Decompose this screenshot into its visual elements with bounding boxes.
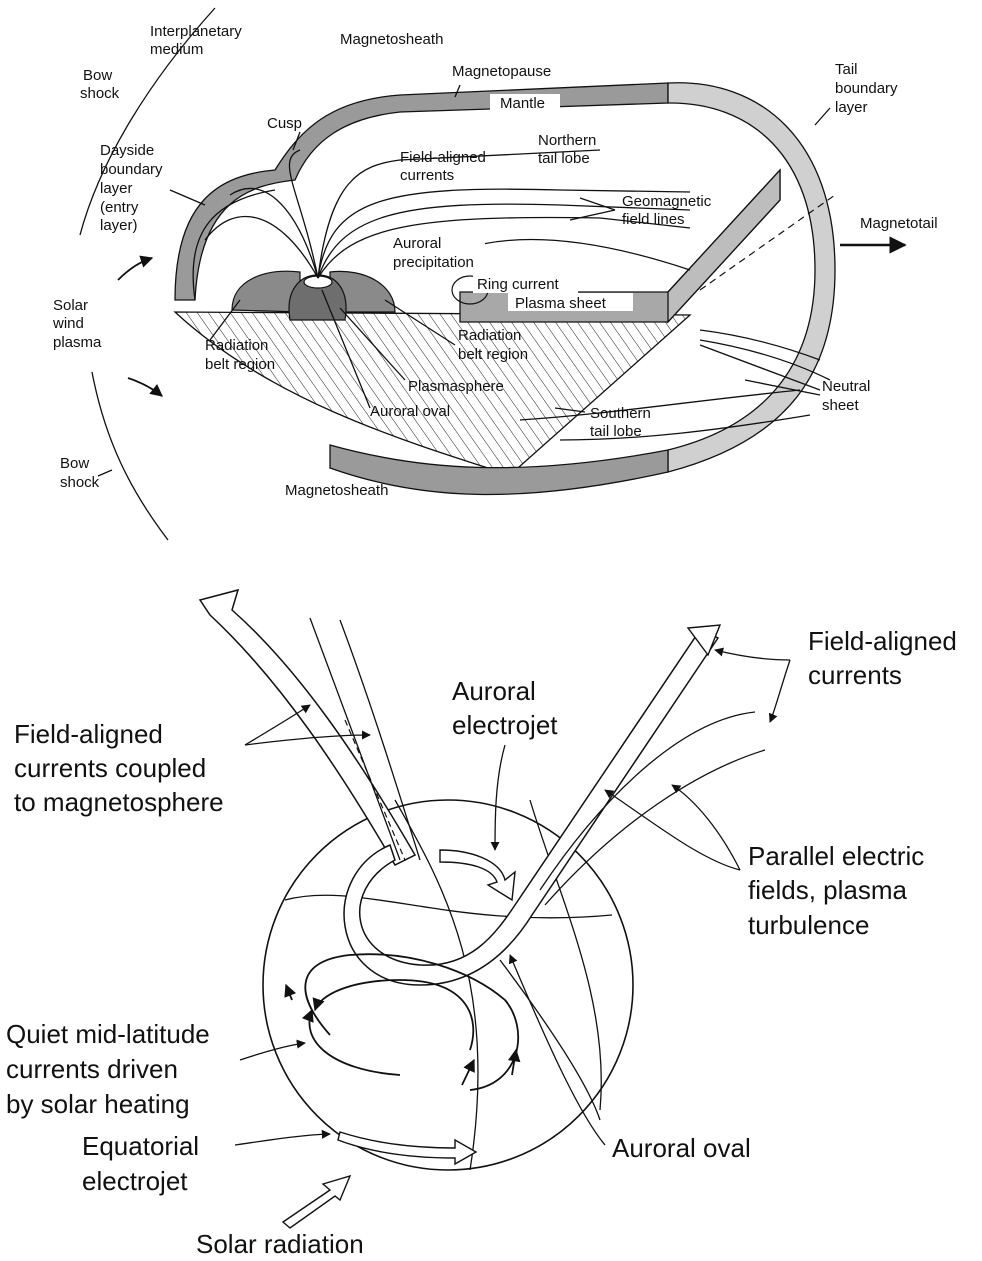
label-magnetopause: Magnetopause — [452, 63, 551, 80]
label-northern-tail-lobe: Northern tail lobe — [538, 132, 601, 167]
label-tail-boundary-layer: Tail boundary layer — [835, 61, 902, 116]
solar-radiation-arrow — [283, 1176, 350, 1228]
label-mantle: Mantle — [500, 95, 545, 112]
fac-tube-left — [200, 590, 415, 865]
label-neutral-sheet: Neutral sheet — [822, 378, 875, 414]
label-solar-wind-plasma: Solar wind plasma — [52, 297, 102, 351]
label-solar-radiation: Solar radiation — [196, 1229, 364, 1259]
bow-shock-lower-arc — [92, 372, 168, 540]
magnetosphere-diagram: Interplanetary medium Magnetosheath Bow … — [52, 8, 938, 540]
solar-wind-arrow-upper — [118, 258, 152, 280]
ionosphere-currents-diagram: Field-aligned currents coupled to magnet… — [6, 590, 964, 1259]
label-plasma-sheet: Plasma sheet — [515, 295, 607, 312]
label-magnetosheath-top: Magnetosheath — [340, 31, 443, 48]
label-plasmasphere: Plasmasphere — [408, 378, 504, 395]
label-auroral-oval-bottom: Auroral oval — [612, 1133, 751, 1163]
label-magnetotail: Magnetotail — [860, 215, 938, 232]
label-southern-tail-lobe: Southern tail lobe — [590, 405, 655, 440]
solar-wind-arrow-lower — [128, 378, 162, 396]
label-auroral-electrojet: Auroral electrojet — [452, 676, 558, 740]
label-dayside-boundary-layer: Dayside boundary layer (entry layer) — [100, 142, 167, 234]
label-ring-current: Ring current — [477, 276, 560, 293]
label-field-aligned-currents-top: Field-aligned currents — [400, 149, 490, 184]
label-parallel-electric: Parallel electric fields, plasma turbule… — [748, 841, 932, 940]
label-fac-coupled: Field-aligned currents coupled to magnet… — [14, 719, 224, 817]
label-geomagnetic-field-lines: Geomagnetic field lines — [622, 193, 715, 228]
label-auroral-oval-top: Auroral oval — [370, 403, 450, 420]
label-bow-shock-bottom: Bow shock — [60, 455, 100, 491]
label-bow-shock-top: Bow shock — [80, 67, 120, 102]
label-fac-right: Field-aligned currents — [808, 626, 964, 690]
label-magnetosheath-bottom: Magnetosheath — [285, 482, 388, 499]
label-equatorial-electrojet: Equatorial electrojet — [82, 1131, 206, 1196]
label-cusp: Cusp — [267, 115, 302, 132]
label-interplanetary-medium: Interplanetary medium — [150, 23, 246, 58]
label-quiet-midlatitude: Quiet mid-latitude currents driven by so… — [6, 1019, 217, 1119]
